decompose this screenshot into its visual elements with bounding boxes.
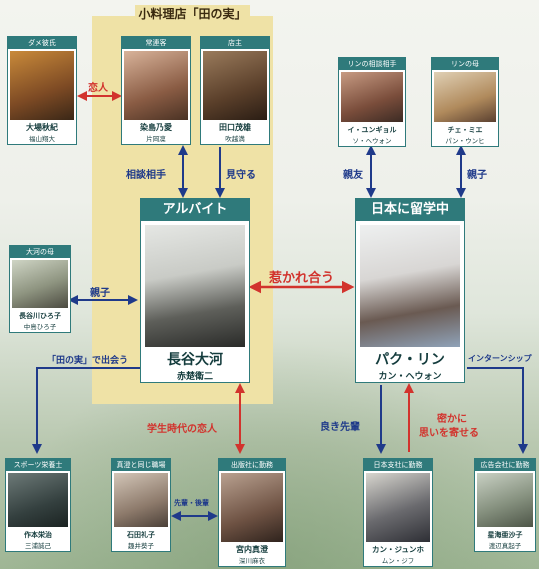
label-hisoka-1: 密かに bbox=[437, 414, 467, 425]
card-rin-mother-header: リンの母 bbox=[432, 58, 498, 70]
card-masumi-photo bbox=[221, 473, 283, 542]
card-adco-header: 広告会社に勤務 bbox=[475, 459, 535, 471]
card-owner[interactable]: 店主 田口茂雄 吹越満 bbox=[200, 36, 270, 145]
label-hisoka-2: 思いを寄せる bbox=[419, 428, 479, 439]
card-masumi-header: 出版社に勤務 bbox=[219, 459, 285, 471]
card-dame-name: 大場秋紀 bbox=[26, 123, 58, 132]
card-jungho[interactable]: 日本支社に勤務 カン・ジュンホ ムン・ジフ bbox=[363, 458, 433, 567]
label-soudan: 相談相手 bbox=[126, 170, 166, 181]
card-jungho-header: 日本支社に勤務 bbox=[364, 459, 432, 471]
card-rin-name: パク・リン bbox=[375, 352, 445, 368]
card-rin-friend-header: リンの相談相手 bbox=[339, 58, 405, 70]
card-regular-name: 染島乃愛 bbox=[140, 123, 172, 132]
card-taiga-name: 長谷大河 bbox=[167, 352, 223, 368]
card-rin-mother-name: チェ・ミエ bbox=[447, 126, 483, 134]
card-owner-name: 田口茂雄 bbox=[219, 123, 251, 132]
label-shinyu: 親友 bbox=[343, 170, 363, 181]
label-mimamoru: 見守る bbox=[226, 170, 256, 181]
card-rin-actor: カン・ヘウォン bbox=[378, 372, 442, 382]
card-taiga-mother-actor: 中島ひろ子 bbox=[23, 323, 57, 331]
card-mako-colleague-photo bbox=[114, 473, 168, 527]
label-gakusei: 学生時代の恋人 bbox=[147, 424, 217, 435]
card-mako-colleague-name: 石田礼子 bbox=[127, 531, 155, 539]
label-hikare: 惹かれ合う bbox=[269, 271, 335, 286]
card-dame-actor: 福山翔大 bbox=[29, 135, 55, 143]
card-taiga[interactable]: アルバイト 長谷大河 赤楚衛二 bbox=[140, 198, 250, 383]
label-oyako-taiga: 親子 bbox=[90, 288, 110, 299]
card-rin-photo bbox=[360, 225, 460, 347]
shop-title: 小料理店「田の実」 bbox=[135, 5, 250, 23]
card-masumi[interactable]: 出版社に勤務 宮内真澄 深川麻衣 bbox=[218, 458, 286, 567]
card-masumi-actor: 深川麻衣 bbox=[239, 557, 265, 565]
card-adco-photo bbox=[477, 473, 533, 527]
card-dame-header: ダメ彼氏 bbox=[8, 37, 76, 49]
card-rin-friend-photo bbox=[341, 72, 403, 122]
card-taiga-photo bbox=[145, 225, 245, 347]
card-rin-friend-actor: ソ・ヘウォン bbox=[352, 137, 392, 145]
label-oyako-rin: 親子 bbox=[467, 170, 487, 181]
card-mako-colleague[interactable]: 真澄と同じ職場 石田礼子 趣井葵子 bbox=[111, 458, 171, 552]
label-koibito: 恋人 bbox=[88, 83, 108, 94]
card-rin-mother[interactable]: リンの母 チェ・ミエ パン・ウンヒ bbox=[431, 57, 499, 147]
card-adco-actor: 渡辺真起子 bbox=[488, 542, 522, 550]
card-dame-photo bbox=[10, 51, 74, 120]
label-denomi: 「田の実」で出会う bbox=[47, 356, 129, 366]
card-rin-friend-name: イ・ユンギョル bbox=[347, 126, 397, 134]
card-rin-mother-actor: パン・ウンヒ bbox=[445, 137, 485, 145]
card-rin[interactable]: 日本に留学中 パク・リン カン・ヘウォン bbox=[355, 198, 465, 383]
card-regular-header: 常連客 bbox=[122, 37, 190, 49]
label-senpai-kohai: 先輩・後輩 bbox=[174, 499, 209, 507]
card-rin-friend[interactable]: リンの相談相手 イ・ユンギョル ソ・ヘウォン bbox=[338, 57, 406, 147]
card-dame[interactable]: ダメ彼氏 大場秋紀 福山翔大 bbox=[7, 36, 77, 145]
card-owner-header: 店主 bbox=[201, 37, 269, 49]
card-jungho-photo bbox=[366, 473, 430, 542]
card-sports-header: スポーツ栄養士 bbox=[6, 459, 70, 471]
card-mako-colleague-header: 真澄と同じ職場 bbox=[112, 459, 170, 471]
card-regular-actor: 片岡凜 bbox=[146, 135, 166, 143]
card-owner-photo bbox=[203, 51, 267, 120]
card-taiga-mother-header: 大河の母 bbox=[10, 246, 70, 258]
label-intern: インターンシップ bbox=[468, 354, 532, 363]
arrow-denomi bbox=[32, 367, 140, 454]
card-rin-header: 日本に留学中 bbox=[356, 199, 464, 221]
card-masumi-name: 宮内真澄 bbox=[236, 545, 268, 554]
card-sports-name: 作本栄治 bbox=[24, 531, 52, 539]
card-mako-colleague-actor: 趣井葵子 bbox=[128, 542, 154, 550]
arrow-intern bbox=[467, 367, 528, 454]
card-regular[interactable]: 常連客 染島乃愛 片岡凜 bbox=[121, 36, 191, 145]
card-taiga-mother[interactable]: 大河の母 長谷川ひろ子 中島ひろ子 bbox=[9, 245, 71, 333]
card-rin-mother-photo bbox=[434, 72, 496, 122]
card-sports-actor: 三浦誠己 bbox=[25, 542, 51, 550]
card-jungho-name: カン・ジュンホ bbox=[372, 545, 424, 554]
card-taiga-mother-photo bbox=[12, 260, 68, 308]
card-adco[interactable]: 広告会社に勤務 星海亜沙子 渡辺真起子 bbox=[474, 458, 536, 552]
card-owner-actor: 吹越満 bbox=[225, 135, 245, 143]
label-senpai: 良き先輩 bbox=[320, 422, 360, 433]
card-sports[interactable]: スポーツ栄養士 作本栄治 三浦誠己 bbox=[5, 458, 71, 552]
card-taiga-actor: 赤楚衛二 bbox=[176, 372, 213, 382]
card-regular-photo bbox=[124, 51, 188, 120]
card-sports-photo bbox=[8, 473, 68, 527]
card-adco-name: 星海亜沙子 bbox=[487, 531, 523, 539]
card-taiga-header: アルバイト bbox=[141, 199, 249, 221]
card-jungho-actor: ムン・ジフ bbox=[381, 557, 415, 565]
card-taiga-mother-name: 長谷川ひろ子 bbox=[19, 312, 61, 320]
